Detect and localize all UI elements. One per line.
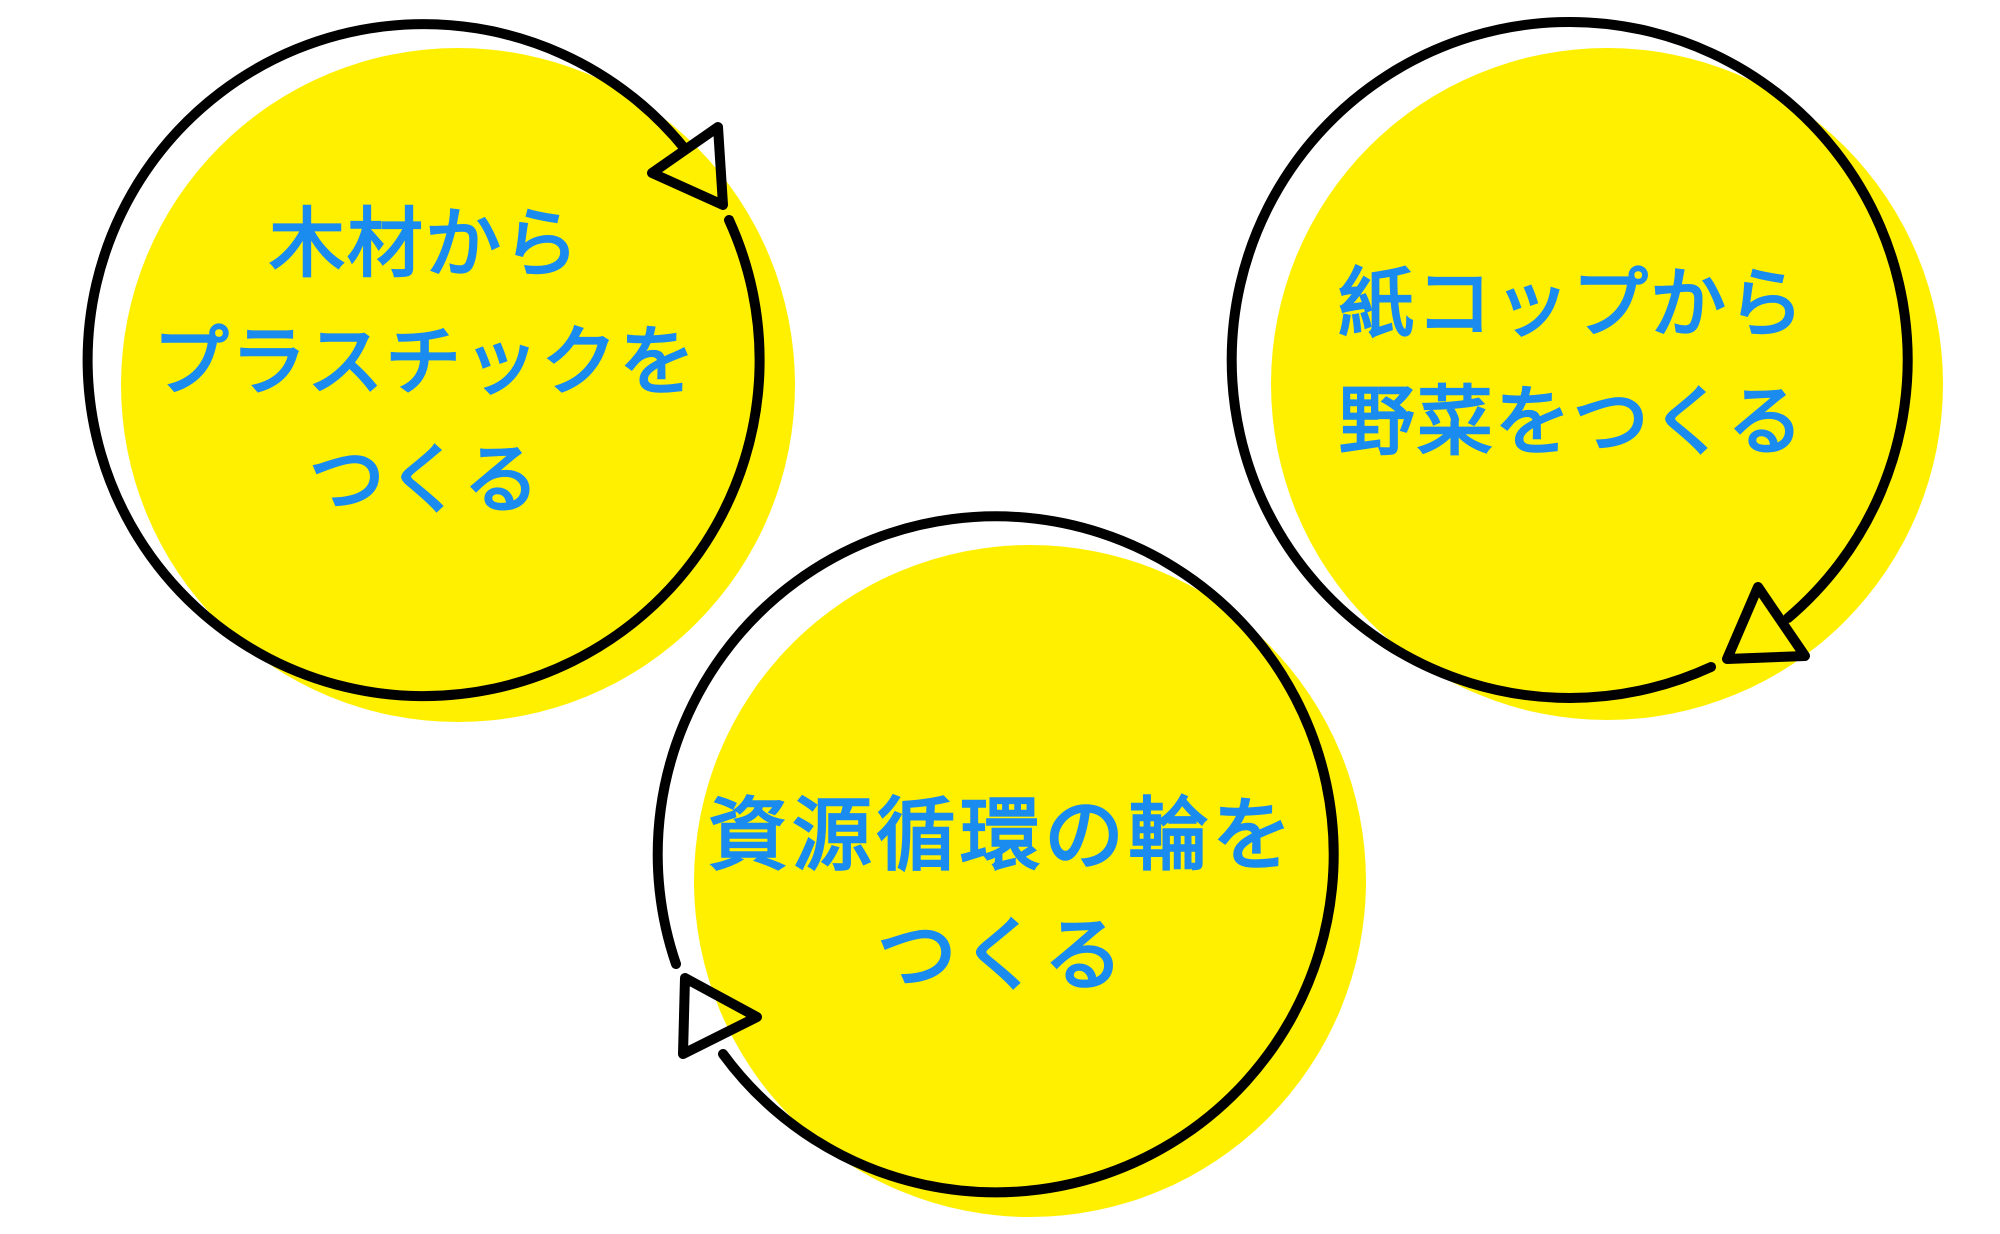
node-label-resource-circulation: 資源循環の輪を つくる bbox=[672, 776, 1332, 1016]
label-line: つくる bbox=[876, 909, 1128, 1002]
label-line: プラスチックを bbox=[152, 317, 698, 406]
node-label-wood-to-plastic: 木材から プラスチックを つくる bbox=[125, 185, 725, 539]
cycle-ring-arc bbox=[1226, 16, 1913, 703]
label-line: 資源循環の輪を bbox=[708, 789, 1296, 882]
yellow-disc bbox=[1271, 48, 1943, 720]
yellow-disc bbox=[121, 48, 795, 722]
label-line: 木材から bbox=[269, 199, 581, 288]
node-circle-resource-circulation bbox=[652, 511, 1366, 1217]
label-line: つくる bbox=[308, 435, 542, 524]
yellow-disc bbox=[694, 545, 1366, 1217]
arrowhead-icon bbox=[1722, 582, 1810, 664]
arrowhead-icon bbox=[647, 122, 728, 210]
arrowhead-icon bbox=[678, 973, 762, 1059]
node-circle-paper-cup-to-vegetables bbox=[1226, 16, 1943, 720]
label-line: 紙コップから bbox=[1338, 259, 1806, 348]
label-line: 野菜をつくる bbox=[1338, 377, 1806, 466]
cycle-ring-arc bbox=[82, 19, 765, 702]
node-circle-wood-to-plastic bbox=[82, 19, 795, 722]
node-label-paper-cup-to-vegetables: 紙コップから 野菜をつくる bbox=[1272, 245, 1872, 481]
cycle-ring-arc bbox=[652, 511, 1339, 1198]
